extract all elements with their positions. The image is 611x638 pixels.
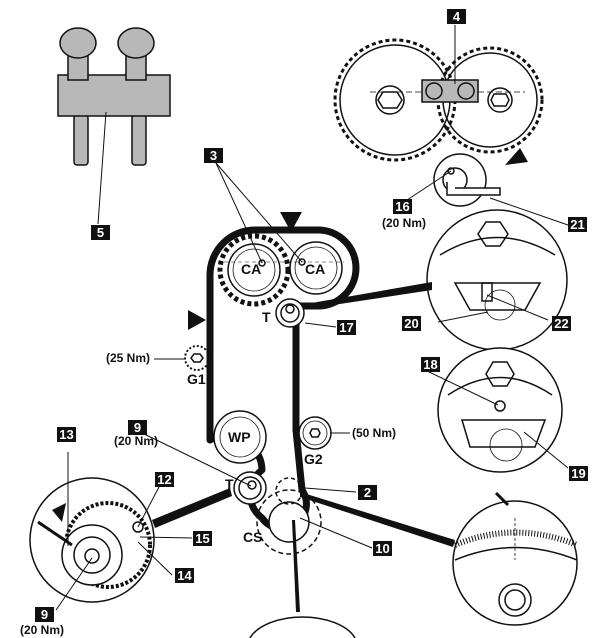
camshaft-locking-tool [57,27,171,166]
crankshaft-pulley-detail [452,500,579,626]
callout-16: 16 [393,199,412,214]
timing-mark-arrow-icon [280,212,302,232]
camshaft-gears-detail [333,38,544,207]
callout-20: 20 [402,316,421,331]
camshaft-intake-label: CA [241,261,262,277]
water-pump-label: WP [228,429,251,445]
callout-12: 12 [155,472,174,487]
torque-item-9-main: (20 Nm) [114,434,159,448]
idler-1-label: G1 [187,371,206,387]
callout-14: 14 [175,568,194,583]
callout-3: 3 [204,148,223,163]
direction-arrow-icon [188,310,206,330]
rotation-arrow-icon [505,148,528,165]
torque-item-16: (20 Nm) [382,216,427,230]
tensioner-detail-lower [437,347,563,473]
tensioner-upper-label: T [262,309,271,325]
callout-9-main: 9 [128,420,147,435]
callout-19: 19 [569,466,588,481]
callout-18: 18 [421,357,440,372]
idler-2-label: G2 [304,451,323,467]
callout-9-inset: 9 [35,607,54,622]
timing-belt [206,226,360,532]
callout-15: 15 [193,531,212,546]
callout-17: 17 [337,320,356,335]
tensioner-detail-upper [426,209,568,351]
tensioner-lower-label: T [225,476,234,492]
torque-idler-2: (50 Nm) [352,426,397,440]
callout-21: 21 [568,217,587,232]
crankshaft-label: CS [243,529,263,545]
callout-13: 13 [57,427,76,442]
pulleys [184,233,344,555]
torque-idler-1: (25 Nm) [106,351,151,365]
callout-2: 2 [358,485,377,500]
crankshaft-gear-detail [29,477,155,603]
callout-4: 4 [447,9,466,24]
camshaft-exhaust-label: CA [305,261,326,277]
callout-22: 22 [552,316,571,331]
torque-item-9-inset: (20 Nm) [20,623,65,637]
callout-5: 5 [91,225,110,240]
callout-10: 10 [373,541,392,556]
